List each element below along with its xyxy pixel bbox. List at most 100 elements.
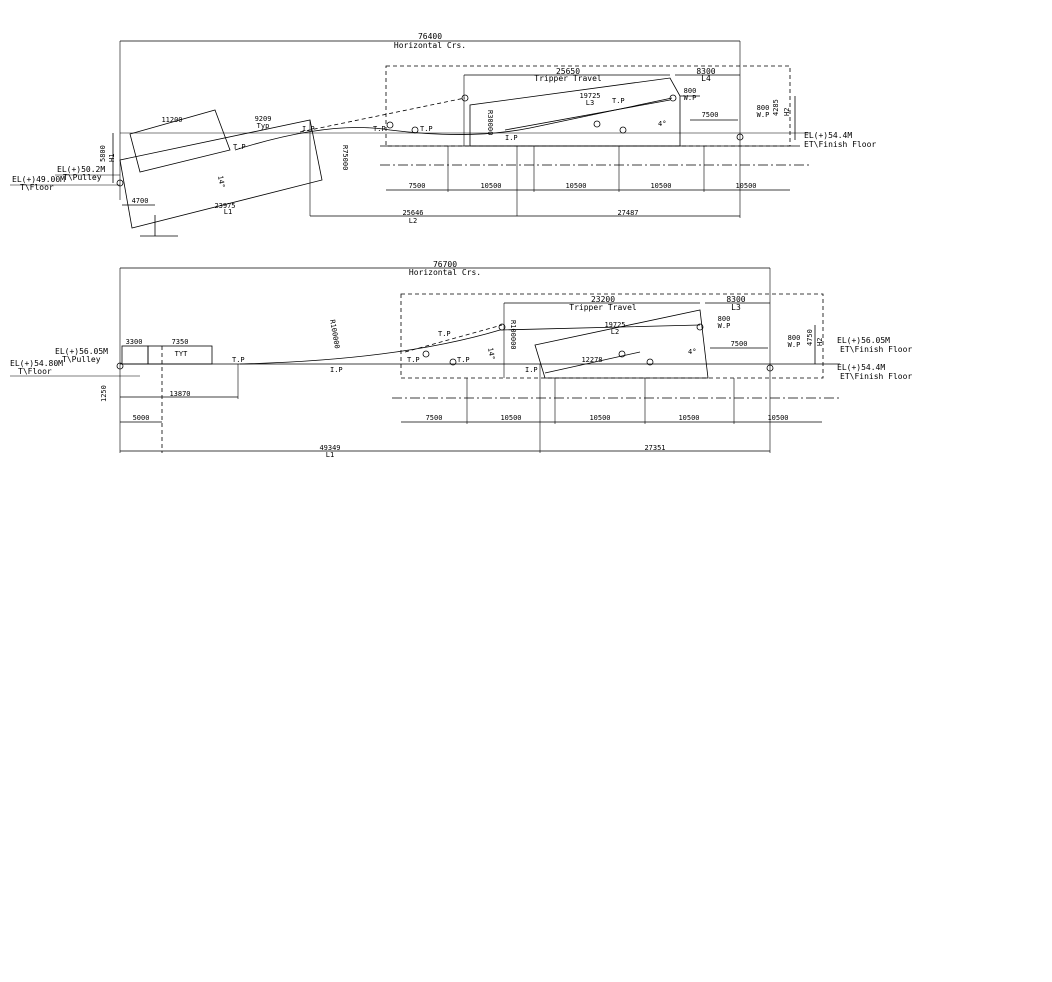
top-dim-4700: 4700	[132, 197, 149, 205]
bottom-span-5: 10500	[767, 414, 788, 422]
bottom-l2-value: 19725	[604, 321, 625, 329]
bottom-tripper-travel-value: 23200	[591, 295, 615, 304]
top-el-pulley: EL(+)50.2M	[57, 165, 105, 174]
top-wp-value: 800	[684, 87, 697, 95]
bottom-h2-label: H2	[816, 338, 824, 346]
bottom-span-2: 10500	[500, 414, 521, 422]
bottom-el-finish-a: EL(+)56.05M	[837, 336, 890, 345]
bottom-angle-a: 14°	[486, 347, 496, 361]
top-el-finish: EL(+)54.4M	[804, 131, 852, 140]
bottom-el-pulley: EL(+)56.05M	[55, 347, 108, 356]
top-l1-label: L1	[224, 208, 232, 216]
top-wp2-label: W.P	[757, 111, 770, 119]
top-l4-label: L4	[701, 74, 711, 83]
bottom-el-finish-a-label: ET\Finish Floor	[840, 345, 912, 354]
bottom-len-12278: 12278	[581, 356, 602, 364]
top-span-3: 10500	[565, 182, 586, 190]
top-elevation: 76400 Horizontal Crs. 25650 Tripper Trav…	[10, 32, 876, 237]
bottom-el-pulley-label: T\Pulley	[62, 355, 101, 364]
bottom-dim-27351: 27351	[644, 444, 665, 452]
top-ip-1: I.P	[302, 125, 315, 133]
bottom-angle-b: 4°	[688, 348, 696, 356]
top-wp2-value: 800	[757, 104, 770, 112]
top-l4-value: 8300	[696, 67, 715, 76]
top-l3-value: 19725	[579, 92, 600, 100]
bottom-tyt: TYT	[175, 350, 188, 358]
top-l1-value: 23975	[214, 202, 235, 210]
bottom-tripper-travel-label: Tripper Travel	[569, 303, 637, 312]
top-h2-value: 4285	[772, 99, 780, 116]
top-l2-value: 25646	[402, 209, 423, 217]
top-span-5: 10500	[735, 182, 756, 190]
top-ip-2: I.P	[505, 134, 518, 142]
bottom-tripper-frame	[534, 309, 709, 379]
bottom-tp-2: T.P	[438, 330, 451, 338]
top-belt-curve	[234, 97, 673, 151]
top-r-lower: R75000	[341, 145, 349, 170]
top-el-finish-label: ET\Finish Floor	[804, 140, 876, 149]
top-horizontal-crs-label: Horizontal Crs.	[394, 41, 466, 50]
bottom-ip-2: I.P	[525, 366, 538, 374]
bottom-tp-1: T.P	[232, 356, 245, 364]
bottom-l3-label: L3	[731, 303, 741, 312]
top-angle-a: 14°	[216, 175, 226, 189]
top-tripper-travel-value: 25650	[556, 67, 580, 76]
top-h1-label: H1	[108, 154, 116, 162]
bottom-ip-1: I.P	[330, 366, 343, 374]
bottom-horizontal-crs-value: 76700	[433, 260, 457, 269]
bottom-el-floor: EL(+)54.80M	[10, 359, 63, 368]
bottom-span-3: 10500	[589, 414, 610, 422]
top-l3-label: L3	[586, 99, 594, 107]
top-typ-value: 9209	[255, 115, 272, 123]
top-feed-conveyor	[119, 119, 323, 229]
bottom-l1-label: L1	[326, 451, 334, 459]
bottom-dim-3300: 3300	[126, 338, 143, 346]
bottom-dim-5000: 5000	[133, 414, 150, 422]
bottom-r-right: R100000	[509, 320, 517, 350]
bottom-dim-1250: 1250	[100, 385, 108, 402]
bottom-feed-conveyor	[147, 345, 213, 365]
bottom-l2-label: L2	[611, 328, 619, 336]
bottom-span-4: 10500	[678, 414, 699, 422]
top-h1-value: 5800	[99, 145, 107, 162]
top-tp-3: T.P	[420, 125, 433, 133]
bottom-l3-value: 8300	[726, 295, 745, 304]
bottom-elevation: 76700 Horizontal Crs. 23200 Tripper Trav…	[10, 260, 912, 459]
top-wp-label: W.P	[684, 94, 697, 102]
top-typ-label: Typ	[257, 122, 270, 130]
top-l2-label: L2	[409, 217, 417, 225]
top-tp-2: T.P	[373, 125, 386, 133]
bottom-span-1: 7500	[426, 414, 443, 422]
bottom-el-finish-b: EL(+)54.4M	[837, 363, 885, 372]
bottom-dim-13870: 13870	[169, 390, 190, 398]
bottom-wp2-value: 800	[788, 334, 801, 342]
bottom-wp-label: W.P	[718, 322, 731, 330]
bottom-el-floor-label: T\Floor	[18, 367, 52, 376]
bottom-pulley-block	[121, 345, 149, 365]
bottom-dim-7350: 7350	[172, 338, 189, 346]
bottom-dim-7500-right: 7500	[731, 340, 748, 348]
top-span-1: 7500	[409, 182, 426, 190]
top-angle-b: 4°	[658, 120, 666, 128]
top-len-11200: 11200	[161, 116, 182, 124]
bottom-tp-3: T.P	[407, 356, 420, 364]
top-tp-4: T.P	[612, 97, 625, 105]
top-tp-1: T.P	[233, 143, 246, 151]
top-el-floor-label: T\Floor	[20, 183, 54, 192]
top-el-pulley-label: T\Pulley	[63, 173, 102, 182]
top-span-4: 10500	[650, 182, 671, 190]
top-dim-7500-right: 7500	[702, 111, 719, 119]
bottom-r-left: R100000	[328, 319, 341, 349]
bottom-l1-value: 49349	[319, 444, 340, 452]
top-r-upper: R30000	[486, 110, 494, 135]
top-tripper-frame	[469, 77, 681, 147]
top-h2-label: H2	[783, 108, 791, 116]
top-tripper-travel-label: Tripper Travel	[534, 74, 602, 83]
top-horizontal-crs-value: 76400	[418, 32, 442, 41]
bottom-horizontal-crs-label: Horizontal Crs.	[409, 268, 481, 277]
top-span-2: 10500	[480, 182, 501, 190]
top-el-floor: EL(+)49.00M	[12, 175, 65, 184]
bottom-el-finish-b-label: ET\Finish Floor	[840, 372, 912, 381]
bottom-h2-value: 4750	[806, 329, 814, 346]
